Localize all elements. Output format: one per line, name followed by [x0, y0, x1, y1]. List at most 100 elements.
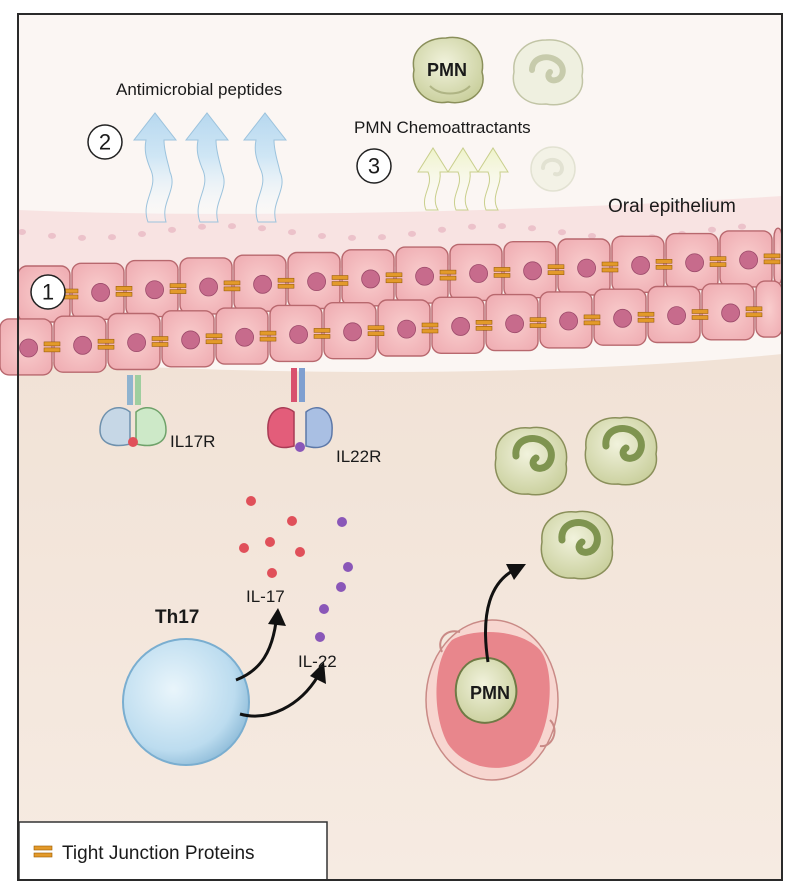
- legend-label: Tight Junction Proteins: [62, 843, 255, 864]
- tight-junction: [493, 273, 511, 278]
- cell-nucleus: [343, 322, 363, 342]
- superficial-nucleus: [258, 225, 266, 232]
- cell-nucleus: [361, 269, 381, 289]
- tight-junction: [709, 256, 727, 261]
- chemo-arrow: [447, 147, 479, 211]
- oral-epithelium-label: Oral epithelium: [608, 196, 736, 217]
- tight-junction-swatch-top: [33, 845, 53, 851]
- superficial-nucleus: [228, 223, 236, 230]
- tight-junction: [763, 259, 781, 265]
- tight-junction: [763, 253, 781, 259]
- cell-nucleus: [289, 325, 309, 344]
- superficial-nucleus: [468, 223, 476, 230]
- tight-junction: [493, 267, 511, 272]
- tight-junction: [97, 338, 115, 344]
- cell-nucleus: [523, 261, 542, 281]
- cell-nucleus: [577, 258, 596, 278]
- pmn-label-vessel: PMN: [470, 683, 510, 703]
- pmn-top-right: [512, 39, 584, 106]
- il22r-label: IL22R: [336, 447, 381, 466]
- tight-junction: [313, 334, 331, 339]
- figure-border: [17, 13, 783, 881]
- tight-junction: [151, 342, 169, 347]
- cell-nucleus: [739, 250, 758, 270]
- tight-junction: [115, 292, 133, 297]
- superficial-nucleus: [318, 232, 326, 239]
- tight-junction: [331, 281, 349, 286]
- cell-nucleus: [253, 274, 273, 294]
- superficial-nucleus: [348, 234, 356, 241]
- tight-junction: [547, 264, 565, 269]
- legend: Tight Junction Proteins: [18, 821, 328, 881]
- superficial-nucleus: [408, 230, 416, 237]
- th17-cell: Th17 IL-17 IL-22: [122, 587, 337, 766]
- superficial-nucleus: [528, 225, 536, 232]
- cell-nucleus: [613, 308, 632, 328]
- cell-nucleus: [235, 327, 255, 347]
- amp-arrow: [242, 112, 288, 223]
- superficial-nucleus: [708, 226, 716, 233]
- cell-nucleus: [685, 253, 704, 273]
- tight-junction: [43, 347, 61, 353]
- tight-junction: [439, 269, 457, 275]
- superficial-nucleus: [558, 229, 566, 236]
- tight-junction: [655, 265, 673, 270]
- il22-ligand-bound: [295, 442, 305, 452]
- tight-junction: [529, 317, 547, 322]
- tight-junction: [385, 272, 403, 278]
- tight-junction: [313, 328, 331, 333]
- tight-junction: [583, 320, 601, 326]
- tight-junction: [745, 306, 763, 312]
- tight-junction: [277, 277, 295, 283]
- tight-junction: [277, 283, 295, 289]
- il17-ligand-bound: [128, 437, 138, 447]
- antimicrobial-peptide-arrows: [132, 112, 288, 223]
- cell-nucleus: [451, 317, 471, 336]
- tight-junction: [205, 339, 223, 345]
- cell-nucleus: [91, 283, 110, 302]
- pmn-label-top: PMN: [427, 60, 467, 80]
- tight-junction: [475, 326, 493, 331]
- epithelial-cell-layers: [0, 227, 783, 376]
- tight-junction: [691, 315, 709, 320]
- cell-nucleus: [469, 264, 489, 283]
- superficial-nucleus: [378, 234, 386, 241]
- antimicrobial-peptides-label: Antimicrobial peptides: [116, 80, 282, 99]
- tight-junction: [637, 317, 655, 323]
- superficial-nucleus: [438, 226, 446, 233]
- superficial-nucleus: [198, 223, 206, 230]
- amp-arrow: [184, 112, 230, 223]
- step-2-marker: 2: [87, 124, 123, 160]
- cell-nucleus: [19, 338, 39, 358]
- tight-junction: [169, 283, 187, 288]
- tight-junction: [385, 278, 403, 284]
- tight-junction: [43, 341, 61, 347]
- superficial-nucleus: [48, 232, 56, 239]
- chemo-arrow: [477, 147, 509, 211]
- tight-junction: [529, 323, 547, 328]
- cell-nucleus: [307, 272, 327, 292]
- cell-nucleus: [559, 311, 578, 331]
- chemo-arrow: [417, 147, 449, 211]
- il17-label: IL-17: [246, 587, 285, 606]
- il22r-receptor: IL22R: [267, 368, 381, 466]
- pmn-tissue-3: [540, 510, 614, 580]
- tight-junction: [421, 322, 439, 328]
- tissue-pmns: [494, 416, 658, 580]
- tight-junction: [223, 286, 241, 292]
- tight-junction: [151, 336, 169, 341]
- tight-junction: [205, 333, 223, 339]
- tight-junction: [223, 280, 241, 286]
- tight-junction: [331, 275, 349, 280]
- tight-junction: [547, 270, 565, 275]
- cell-nucleus: [397, 319, 417, 339]
- superficial-nucleus: [78, 234, 86, 241]
- tight-junction: [601, 267, 619, 273]
- pmn-faint: [530, 146, 576, 192]
- tight-junction: [259, 336, 277, 342]
- step-1-marker: 1: [30, 274, 66, 310]
- step-3-marker: 3: [356, 148, 392, 184]
- superficial-nucleus: [588, 233, 596, 240]
- tight-junction: [439, 275, 457, 281]
